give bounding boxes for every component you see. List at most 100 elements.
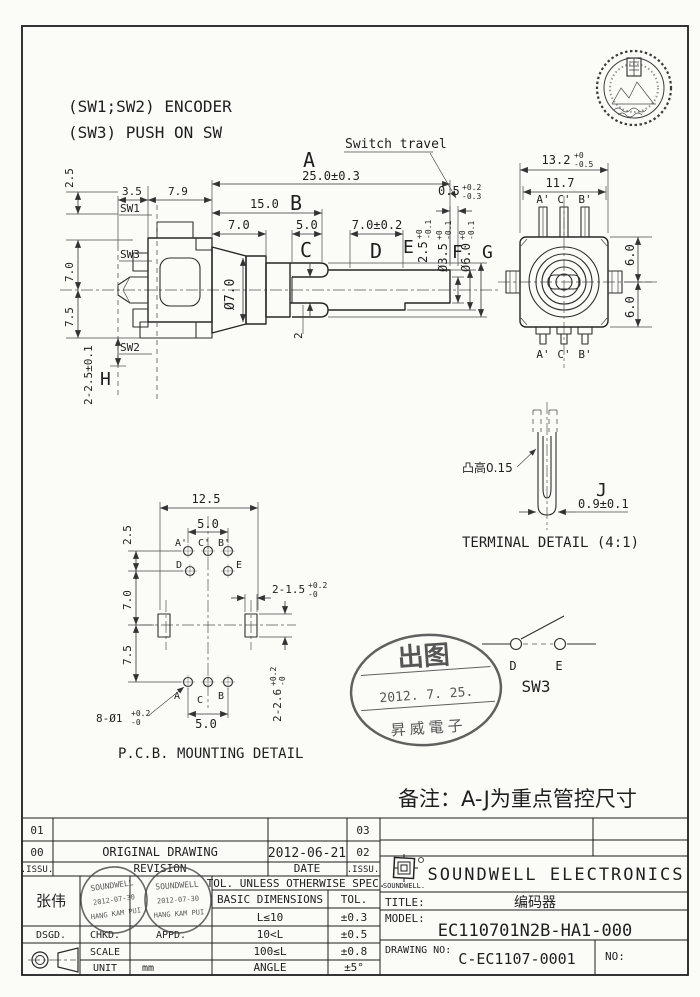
dim5bot-value: 5.0 — [195, 717, 217, 731]
terminal-inner-groove — [542, 436, 552, 499]
dim132-ext — [519, 163, 609, 233]
pin-bot-b — [581, 333, 589, 345]
dimA-value: 25.0±0.3 — [302, 169, 360, 183]
dimF-up: +0 — [435, 230, 444, 240]
encoder-body — [147, 237, 213, 323]
terminal-tip — [537, 504, 557, 516]
dim6top-value: 6.0 — [623, 244, 637, 266]
terminal-dim-value: 0.9±0.1 — [578, 497, 629, 511]
note-encoder: (SW1;SW2) ENCODER — [68, 97, 232, 116]
sw3-label: SW3 — [120, 248, 140, 261]
company-name: SOUNDWELL ELECTRONICS — [428, 865, 685, 885]
scale-label: SCALE — [90, 947, 120, 958]
front-view: A' C' B' A' C' B' 13.2 +0 -0.5 11.7 6.0 … — [498, 151, 658, 368]
approval-stamp-1-date: 2012-07-30 — [93, 893, 136, 907]
hole-label-a: A — [174, 691, 180, 702]
seal-outer-ring — [595, 49, 673, 127]
tol-row3-range: 100≤L — [253, 945, 286, 958]
approval-stamp-2-sig: HANG KAM PUI — [153, 908, 204, 920]
registered-mark-icon — [418, 857, 424, 863]
approval-stamp-2-date: 2012-07-30 — [157, 895, 200, 906]
model-label: MODEL: — [385, 912, 425, 925]
approval-stamp-1-sig: HANG KAM PUI — [90, 906, 141, 921]
company-logo-icon — [392, 854, 424, 882]
shaft-prong-lower — [290, 302, 329, 318]
unit-value: mm — [142, 963, 154, 974]
approval-stamp-1-name: SOUNDWELL — [90, 878, 134, 893]
company-block: SOUNDWELL. SOUNDWELL ELECTRONICS TITLE: … — [383, 854, 685, 968]
front-bottom-pins: A' C' B' — [535, 327, 593, 361]
sw2-label: SW2 — [120, 341, 140, 354]
tol-row1-range: L≤10 — [257, 911, 284, 924]
rev-issue-01: 01 — [30, 824, 43, 837]
left-tab-bottom — [132, 308, 149, 328]
hole-label-a1: A' — [175, 538, 187, 549]
pcb-left-ext — [128, 550, 183, 683]
rotor-circle-3 — [541, 259, 587, 305]
rev-issue-03: 03 — [356, 824, 369, 837]
approval-stamp-2-ring — [144, 866, 212, 934]
sw3-arm — [520, 615, 565, 640]
pcb-slot-centerlines — [165, 600, 252, 650]
letter-H: H — [100, 369, 111, 390]
terminal-caption: TERMINAL DETAIL (4:1) — [462, 535, 639, 551]
letter-E: E — [403, 237, 414, 258]
tol-row2-value: ±0.5 — [341, 928, 368, 941]
rev-col-issu-r: .ISSU. — [347, 865, 380, 875]
rotor-circle-2 — [535, 253, 593, 311]
titleblock-vlines-left — [52, 818, 381, 975]
travel-tol-dn: -0.3 — [462, 192, 481, 201]
sw3-label-d: D — [509, 659, 516, 673]
slot-left — [157, 613, 171, 638]
body-top-notch — [195, 238, 212, 251]
approval-stamp-2-name: SOUNDWELL — [155, 880, 199, 892]
plunger-notch — [122, 276, 131, 304]
pcb-holes — [181, 544, 235, 689]
release-stamp: 出图 2012. 7. 25. 昇威電子 — [349, 633, 503, 747]
dimF-dn: -0.1 — [444, 221, 453, 240]
front-top-pins: A' C' B' — [536, 193, 592, 238]
slot-right — [244, 613, 258, 638]
title-value: 编码器 — [514, 895, 556, 911]
dim6bot-value: 6.0 — [623, 296, 637, 318]
dimE-dn: -0.1 — [424, 220, 433, 239]
travel-ext — [449, 206, 459, 266]
sloth-value: 2-2.6 — [271, 689, 284, 722]
drawing-no-value: C-EC1107-0001 — [458, 950, 575, 968]
holes-note-up: +0.2 — [131, 709, 150, 718]
sw3-label: SW3 — [522, 677, 551, 696]
logo-wordmark: SOUNDWELL. — [383, 882, 425, 890]
rev-issue-02: 02 — [356, 846, 369, 859]
dim35-value: 3.5 — [122, 185, 142, 198]
letter-A: A — [303, 148, 315, 172]
slot-dim-value: 2 — [292, 332, 305, 339]
seal-waves-icon — [613, 107, 647, 113]
sw3-contact-e — [553, 637, 567, 651]
dim132-up: +0 — [574, 151, 584, 160]
sloth-group: 2-2.6 +0.2 -0 — [269, 667, 287, 722]
tol-row2-range: 10<L — [257, 928, 284, 941]
designer-name: 张伟 — [36, 892, 66, 910]
rev-issue-00: 00 — [30, 846, 43, 859]
letter-G: G — [482, 242, 493, 263]
dimG-up: +0 — [458, 230, 467, 240]
holes-note-value: 8-Ø1 — [96, 712, 123, 725]
dim5-value: 5.0 — [296, 218, 318, 232]
bump-leader — [516, 448, 537, 468]
title-block: 01 03 00 ORIGINAL DRAWING 2012-06-21 02 … — [21, 817, 688, 976]
body-bottom-flange — [139, 321, 213, 339]
seal-mountains-icon — [611, 81, 655, 105]
dim35-ext — [117, 186, 149, 246]
dimF-group: Ø3.5 +0 -0.1 — [435, 221, 453, 272]
rev-col-issu-l: .ISSU. — [21, 865, 54, 875]
sw1-label: SW1 — [120, 202, 140, 215]
holes-note-leader — [147, 686, 185, 717]
rev-date-value: 2012-06-21 — [268, 846, 346, 861]
bump-height-label: 凸高0.15 — [462, 460, 513, 475]
dimE-group: 2.5 +0 -0.1 — [415, 220, 433, 263]
left-tab-top — [132, 252, 149, 272]
dimG-group: Ø6.0 +0 -0.1 — [458, 221, 476, 272]
letter-D: D — [370, 239, 382, 263]
pin-label-c1-top: C' — [557, 193, 570, 206]
